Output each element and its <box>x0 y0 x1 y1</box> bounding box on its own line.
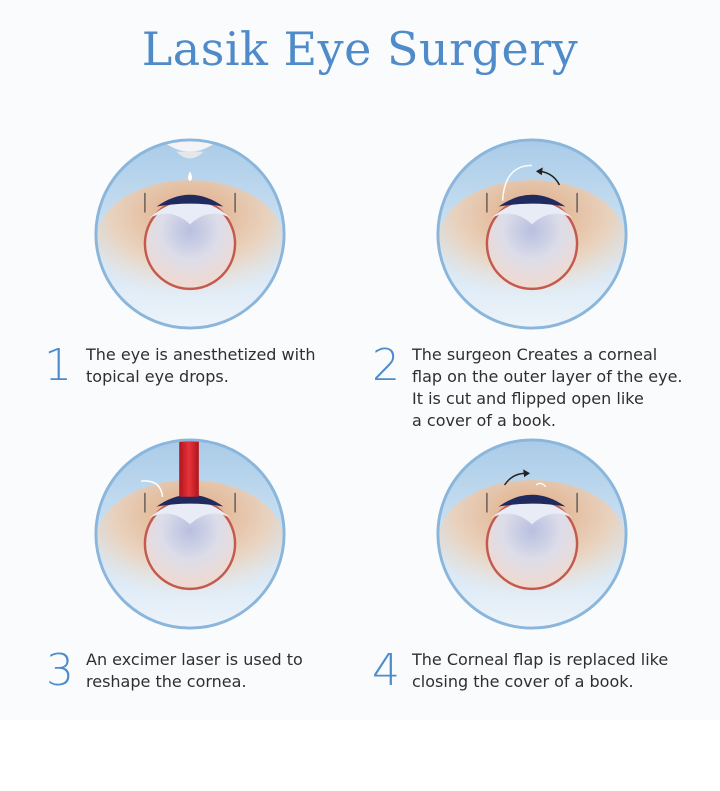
step-3-number: 3 <box>46 645 74 696</box>
excimer-laser-illustration <box>94 438 286 630</box>
step-4-text: The Corneal flap is replaced like closin… <box>412 650 669 691</box>
corneal-flap-open-illustration <box>436 138 628 330</box>
step-2-number: 2 <box>372 340 400 391</box>
step-1-text: The eye is anesthetized with topical eye… <box>86 345 316 386</box>
step-4-number: 4 <box>372 645 400 696</box>
page-title: Lasik Eye Surgery <box>141 22 579 76</box>
eye-drop-illustration <box>94 138 286 330</box>
step-2-text: The surgeon Creates a corneal flap on th… <box>412 345 683 430</box>
infographic-panel: Lasik Eye Surgery <box>44 22 683 696</box>
step-1-number: 1 <box>44 340 72 391</box>
step-3-text: An excimer laser is used to reshape the … <box>86 650 303 691</box>
corneal-flap-close-illustration <box>436 438 628 630</box>
